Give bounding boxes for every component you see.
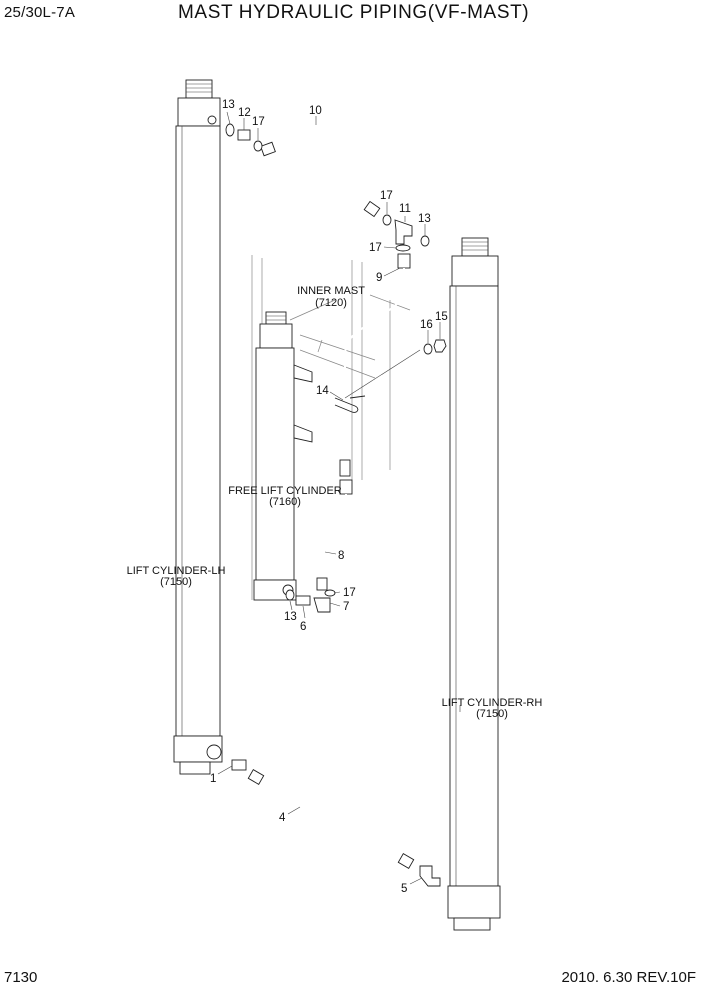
fittings-free-lift <box>285 589 336 613</box>
lift-rh-label: LIFT CYLINDER-RH <box>442 697 543 709</box>
callout-14: 14 <box>316 385 329 397</box>
fittings-top-left <box>225 123 263 152</box>
callout-17-tee: 17 <box>369 242 382 254</box>
callout-17-top-right: 17 <box>380 190 393 202</box>
free-lift-cylinder <box>253 311 313 601</box>
inner-mast-label: INNER MAST <box>297 285 365 297</box>
model-code: 25/30L-7A <box>4 4 76 21</box>
lift-lh-label: LIFT CYLINDER-LH <box>127 565 226 577</box>
revision-date: 2010. 6.30 REV.10F <box>561 969 696 986</box>
callout-6: 6 <box>300 621 306 633</box>
callout-9: 9 <box>376 272 382 284</box>
callout-7: 7 <box>343 601 349 613</box>
callout-13-top-right: 13 <box>418 213 431 225</box>
callout-17-bottom: 17 <box>343 587 356 599</box>
lift-rh-ref: (7150) <box>476 708 508 720</box>
hose-10 <box>260 116 381 218</box>
free-lift-ref: (7160) <box>269 496 301 508</box>
callout-11: 11 <box>399 203 411 215</box>
free-lift-label: FREE LIFT CYLINDER <box>228 485 342 497</box>
hose-4 <box>231 759 441 887</box>
page-title: MAST HYDRAULIC PIPING(VF-MAST) <box>178 2 530 23</box>
callout-17-top-left: 17 <box>252 116 265 128</box>
callout-15: 15 <box>435 311 448 323</box>
callout-12: 12 <box>238 107 251 119</box>
nut-washer <box>423 339 447 355</box>
clamp-14 <box>334 395 366 413</box>
callout-13-top-left: 13 <box>222 99 235 111</box>
fittings-top-right <box>382 214 430 252</box>
callout-5: 5 <box>401 883 407 895</box>
inner-mast-ref: (7120) <box>315 297 347 309</box>
callout-16: 16 <box>420 319 433 331</box>
leader-lines <box>217 111 461 885</box>
callout-4: 4 <box>279 812 286 824</box>
lift-cylinder-rh <box>447 237 501 931</box>
lift-lh-ref: (7150) <box>160 576 192 588</box>
pipe-9 <box>339 253 411 477</box>
callout-13-bottom: 13 <box>284 611 297 623</box>
callout-8: 8 <box>338 550 344 562</box>
callout-1: 1 <box>210 773 216 785</box>
inner-mast-frame <box>251 255 411 600</box>
lift-cylinder-lh <box>173 79 223 775</box>
callout-10: 10 <box>309 105 322 117</box>
hose-8 <box>316 479 353 591</box>
page-number: 7130 <box>4 969 38 986</box>
